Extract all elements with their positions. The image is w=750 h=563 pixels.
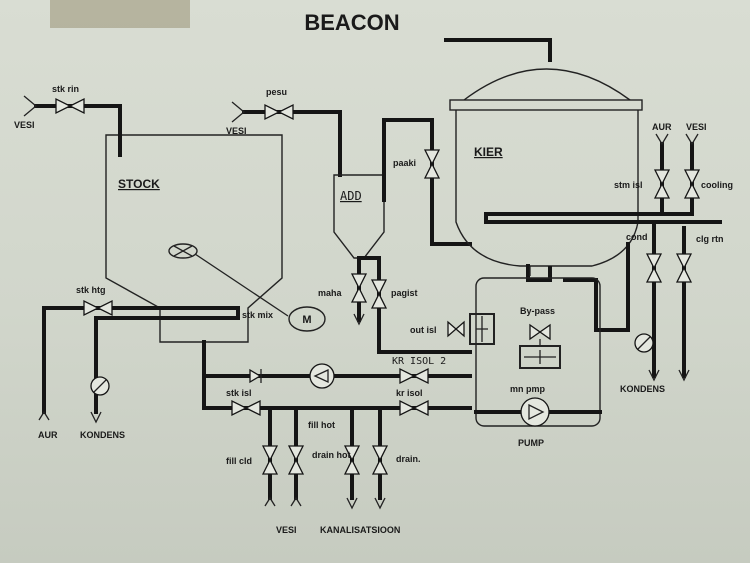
clg-rtn-label: clg rtn: [696, 234, 724, 244]
tape-strip: [50, 0, 190, 28]
add-label: ADD: [340, 189, 362, 203]
stk-isl-label: stk isl: [226, 388, 252, 398]
stk-isl-valve[interactable]: [231, 399, 261, 417]
pump-label: PUMP: [518, 438, 544, 448]
drain-hot-label: drain hot: [312, 450, 351, 460]
fill-cld-valve[interactable]: [261, 445, 279, 475]
mn-pmp-label: mn pmp: [510, 384, 546, 394]
paaki-label: paaki: [393, 158, 416, 168]
maha-valve[interactable]: [350, 273, 368, 303]
heating-coil: [484, 212, 722, 224]
vesi-mid-label: VESI: [226, 126, 247, 136]
stm-isl-label: stm isl: [614, 180, 643, 190]
out-isl-valve[interactable]: [447, 320, 465, 338]
out-isl-box: [469, 313, 495, 345]
vesi-top-label: VESI: [686, 122, 707, 132]
fill-cld-label: fill cld: [226, 456, 252, 466]
diagram-title: BEACON: [304, 10, 399, 35]
cond-label: cond: [626, 232, 648, 242]
pagist-valve[interactable]: [370, 279, 388, 309]
kier-top-pipe: [444, 38, 552, 62]
kr-isol-label: kr isol: [396, 388, 423, 398]
add-vessel: [333, 174, 385, 259]
kondens-right-label: KONDENS: [620, 384, 665, 394]
drain-valve[interactable]: [371, 445, 389, 475]
stk-htg-valve[interactable]: [83, 299, 113, 317]
kanalisatsioon-label: KANALISATSIOON: [320, 525, 400, 535]
kier-dome: [463, 68, 631, 101]
agitator: [168, 243, 198, 259]
aur-bottom-label: AUR: [38, 430, 58, 440]
kondens-left-label: KONDENS: [80, 430, 125, 440]
cooling-valve[interactable]: [683, 169, 701, 199]
by-pass-label: By-pass: [520, 306, 555, 316]
stk-mix-label: stk mix: [242, 310, 273, 320]
stm-isl-valve[interactable]: [653, 169, 671, 199]
kr-isol-2-label: KR ISOL 2: [392, 356, 446, 367]
stock-tank: [105, 134, 283, 343]
motor-label: M: [302, 314, 311, 326]
out-isl-label: out isl: [410, 325, 437, 335]
kr-isol-valve[interactable]: [399, 399, 429, 417]
pagist-label: pagist: [391, 288, 418, 298]
stk-rin-valve[interactable]: [55, 97, 85, 115]
cond-valve[interactable]: [645, 253, 663, 283]
check-valve: [249, 368, 262, 384]
mixer-motor: [288, 306, 326, 332]
vesi-left-label: VESI: [14, 120, 35, 130]
aur-top-label: AUR: [652, 122, 672, 132]
stk-htg-label: stk htg: [76, 285, 106, 295]
maha-label: maha: [318, 288, 343, 298]
pesu-valve[interactable]: [264, 103, 294, 121]
main-pump[interactable]: [520, 397, 550, 427]
kier-flange: [449, 99, 643, 111]
by-pass-valve[interactable]: [529, 323, 551, 341]
paaki-valve[interactable]: [423, 149, 441, 179]
drain-label: drain.: [396, 454, 421, 464]
kier-shell: [455, 110, 639, 267]
drain-hot-valve[interactable]: [343, 445, 361, 475]
kier-label: KIER: [474, 145, 503, 159]
fill-hot-label: fill hot: [308, 420, 335, 430]
fill-hot-valve[interactable]: [287, 445, 305, 475]
pesu-label: pesu: [266, 87, 287, 97]
stock-label: STOCK: [118, 177, 160, 191]
clg-rtn-valve[interactable]: [675, 253, 693, 283]
stk-rin-label: stk rin: [52, 84, 79, 94]
vesi-bottom-label: VESI: [276, 525, 297, 535]
kr-isol-2-valve[interactable]: [399, 367, 429, 385]
cooling-label: cooling: [701, 180, 733, 190]
